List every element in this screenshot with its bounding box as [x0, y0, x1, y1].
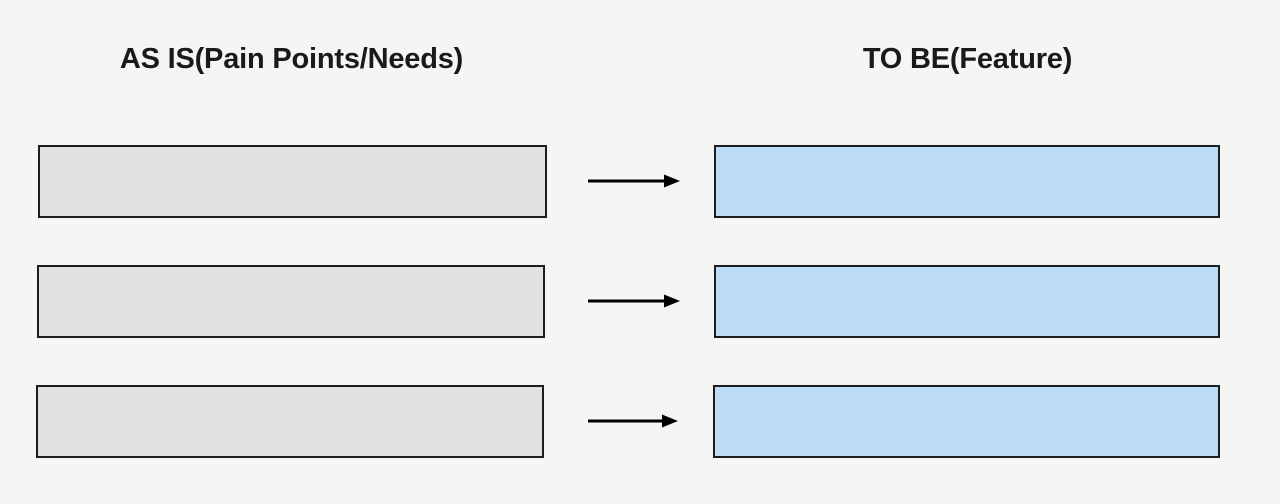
to-be-box[interactable]: [714, 145, 1220, 218]
as-is-box[interactable]: [38, 145, 547, 218]
column-title-as-is: AS IS(Pain Points/Needs): [119, 43, 464, 75]
as-is-box-text: [38, 387, 542, 403]
to-be-box-text: [715, 387, 1218, 403]
arrow-right-icon: [586, 168, 682, 194]
as-is-box-text: [40, 147, 545, 163]
to-be-box-text: [716, 147, 1218, 163]
to-be-box-text: [716, 267, 1218, 283]
mapping-row: [0, 265, 1280, 338]
as-is-box-text: [39, 267, 543, 283]
as-is-box[interactable]: [36, 385, 544, 458]
to-be-box[interactable]: [713, 385, 1220, 458]
mapping-row: [0, 145, 1280, 218]
to-be-box[interactable]: [714, 265, 1220, 338]
arrow-right-icon: [586, 408, 682, 434]
mapping-row: [0, 385, 1280, 458]
as-is-box[interactable]: [37, 265, 545, 338]
column-title-to-be: TO BE(Feature): [862, 43, 1073, 75]
arrow-right-icon: [586, 288, 682, 314]
